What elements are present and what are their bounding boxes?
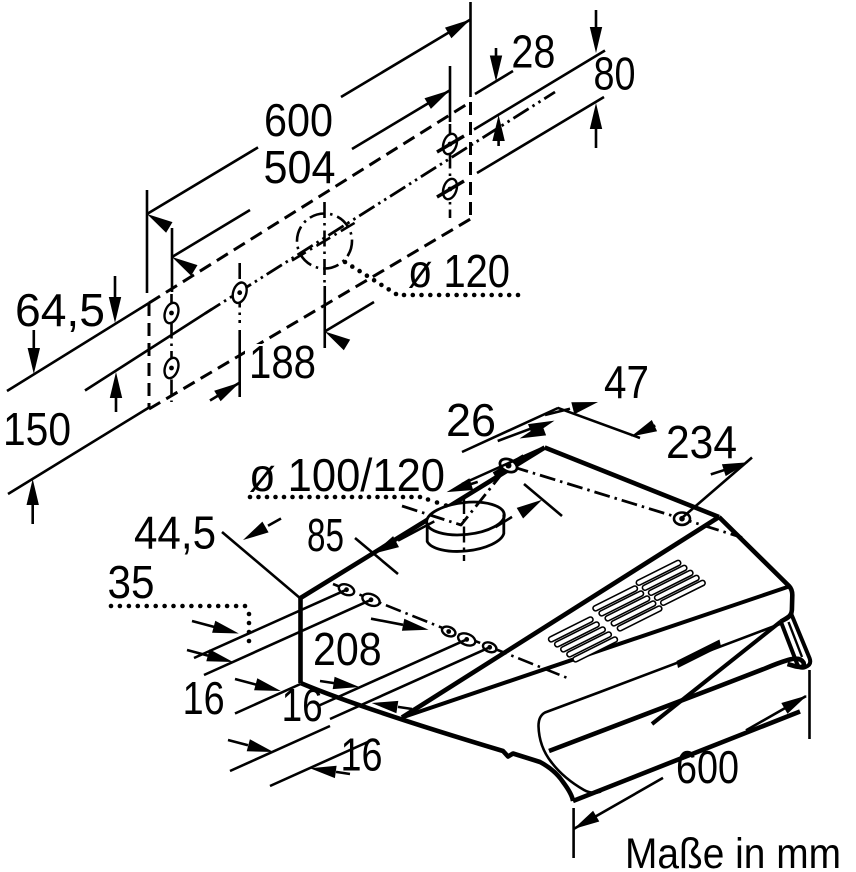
svg-text:28: 28 <box>511 26 555 78</box>
svg-text:ø 100/120: ø 100/120 <box>249 449 445 501</box>
svg-text:16: 16 <box>341 729 383 781</box>
svg-text:16: 16 <box>183 672 225 724</box>
svg-text:234: 234 <box>666 416 737 468</box>
svg-text:16: 16 <box>282 679 323 731</box>
svg-text:208: 208 <box>313 623 382 675</box>
svg-text:85: 85 <box>307 509 344 561</box>
svg-text:150: 150 <box>3 403 71 455</box>
svg-text:ø 120: ø 120 <box>408 245 510 297</box>
svg-text:600: 600 <box>264 94 333 146</box>
svg-text:188: 188 <box>249 336 316 388</box>
svg-text:26: 26 <box>446 394 496 446</box>
svg-text:35: 35 <box>108 556 155 608</box>
svg-text:Maße in mm: Maße in mm <box>625 831 841 872</box>
svg-text:44,5: 44,5 <box>134 507 216 559</box>
svg-text:504: 504 <box>264 141 336 193</box>
svg-text:80: 80 <box>594 48 636 100</box>
svg-text:64,5: 64,5 <box>15 284 105 336</box>
svg-text:47: 47 <box>604 356 649 408</box>
svg-text:600: 600 <box>676 741 739 793</box>
